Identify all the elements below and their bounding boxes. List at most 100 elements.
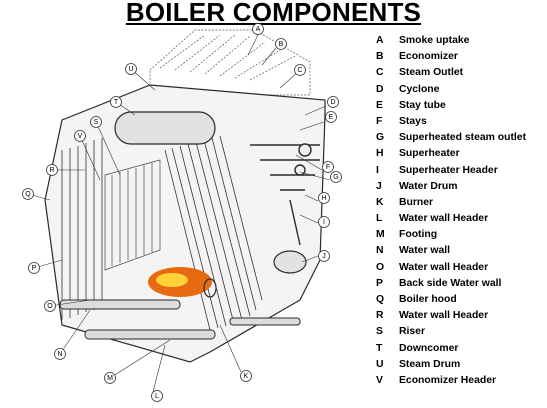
callout-letter: Q [25, 191, 31, 198]
legend-letter: S [376, 326, 390, 337]
callout-letter: L [155, 393, 159, 400]
legend-item: BEconomizer [376, 51, 547, 67]
legend-label: Water wall [399, 245, 450, 256]
legend-item: J Water Drum [376, 181, 547, 197]
legend-letter: M [376, 229, 390, 240]
callout-letter: U [128, 66, 133, 73]
callout-q: Q [23, 189, 34, 200]
legend-label: Superheater [399, 148, 460, 159]
legend-label: Smoke uptake [399, 35, 469, 46]
callout-j: J [319, 251, 330, 262]
callout-letter: P [32, 265, 37, 272]
legend-label: Steam Outlet [399, 67, 463, 78]
legend-label: Stays [399, 116, 427, 127]
legend-letter: P [376, 278, 390, 289]
steam-drum [115, 112, 215, 144]
legend-item: H Superheater [376, 148, 547, 164]
callout-v: V [75, 131, 86, 142]
callout-r: R [47, 165, 58, 176]
legend-letter: J [376, 181, 390, 192]
callout-a: A [253, 24, 264, 35]
legend-label: Back side Water wall [399, 278, 501, 289]
legend-item: F Stays [376, 116, 547, 132]
legend-item: T Downcomer [376, 343, 547, 359]
legend-item: G Superheated steam outlet [376, 132, 547, 148]
callout-k: K [241, 371, 252, 382]
callout-s: S [91, 117, 102, 128]
legend-item: O Water wall Header [376, 262, 547, 278]
callout-b: B [276, 39, 287, 50]
callout-t: T [111, 97, 122, 108]
legend-letter: T [376, 343, 390, 354]
legend-item: I Superheater Header [376, 165, 547, 181]
legend-letter: L [376, 213, 390, 224]
legend-item: P Back side Water wall [376, 278, 547, 294]
legend-letter: G [376, 132, 390, 143]
legend-label: Boiler hood [399, 294, 457, 305]
callout-letter: C [297, 67, 302, 74]
callout-f: F [323, 162, 334, 173]
callout-letter: F [326, 164, 330, 171]
water-drum [274, 251, 306, 273]
legend-letter: V [376, 375, 390, 386]
legend-item: U Steam Drum [376, 359, 547, 375]
callout-letter: E [329, 114, 334, 121]
legend-item: Q Boiler hood [376, 294, 547, 310]
legend-label: Steam Drum [399, 359, 460, 370]
legend-letter: N [376, 245, 390, 256]
legend-label: Superheater Header [399, 165, 498, 176]
legend-letter: R [376, 310, 390, 321]
legend-label: Water wall Header [399, 310, 488, 321]
legend-letter: F [376, 116, 390, 127]
legend-label: Footing [399, 229, 437, 240]
callout-letter: I [323, 219, 325, 226]
callout-l: L [152, 391, 163, 402]
callout-letter: B [279, 41, 284, 48]
callout-o: O [45, 301, 56, 312]
legend-item: R Water wall Header [376, 310, 547, 326]
callout-g: G [331, 172, 342, 183]
callout-letter: K [244, 373, 249, 380]
legend-label: Cyclone [399, 84, 439, 95]
callout-letter: R [49, 167, 54, 174]
callout-m: M [105, 373, 116, 384]
callout-letter: O [47, 303, 53, 310]
callout-letter: H [321, 195, 326, 202]
legend-letter: E [376, 100, 390, 111]
callout-letter: S [94, 119, 99, 126]
legend-label: Downcomer [399, 343, 458, 354]
economizer-casing [150, 30, 310, 95]
legend-letter: I [376, 165, 390, 176]
legend-item: L Water wall Header [376, 213, 547, 229]
legend-label: Burner [399, 197, 433, 208]
legend-label: Superheated steam outlet [399, 132, 526, 143]
legend-label: Water wall Header [399, 262, 488, 273]
legend-item: C Steam Outlet [376, 67, 547, 83]
legend-letter: O [376, 262, 390, 273]
callout-letter: A [256, 26, 261, 33]
legend-letter: A [376, 35, 390, 46]
legend-label: Water Drum [399, 181, 458, 192]
callout-n: N [55, 349, 66, 360]
callout-letter: N [57, 351, 62, 358]
callout-letter: J [322, 253, 326, 260]
callout-letter: G [333, 174, 338, 181]
legend-label: Economizer [399, 51, 458, 62]
legend-letter: H [376, 148, 390, 159]
callout-p: P [29, 263, 40, 274]
callout-d: D [328, 97, 339, 108]
callout-letter: V [78, 133, 83, 140]
legend-item: A Smoke uptake [376, 35, 547, 51]
legend-label: Stay tube [399, 100, 446, 111]
legend-letter: C [376, 67, 390, 78]
legend-label: Water wall Header [399, 213, 488, 224]
callout-letter: D [330, 99, 335, 106]
callout-c: C [295, 65, 306, 76]
legend-letter: Q [376, 294, 390, 305]
legend-letter: U [376, 359, 390, 370]
